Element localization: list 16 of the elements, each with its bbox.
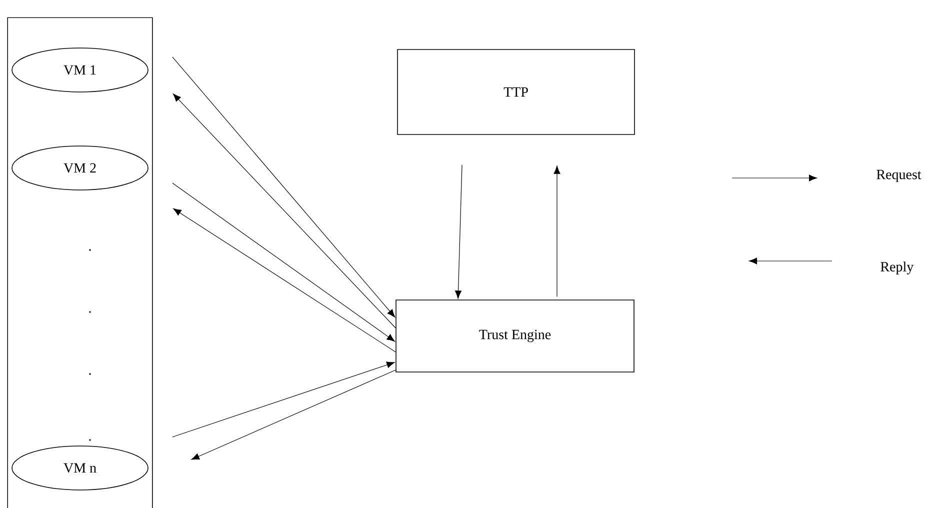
process-box: TTP [397,49,635,135]
arrow [173,208,396,352]
arrow [172,362,395,438]
arrow [172,56,396,318]
arrow [191,370,396,460]
arrow [172,94,396,328]
container-box [7,17,153,508]
arrow [554,166,560,297]
ellipsis-dot: . [89,249,91,251]
legend-label: Reply [880,262,914,274]
ellipsis-dot: . [89,373,91,375]
ellipsis-dot: . [89,311,91,313]
arrow [172,182,395,342]
process-box: Trust Engine [396,300,634,372]
legend-label: Request [876,170,922,182]
arrow [455,164,462,299]
